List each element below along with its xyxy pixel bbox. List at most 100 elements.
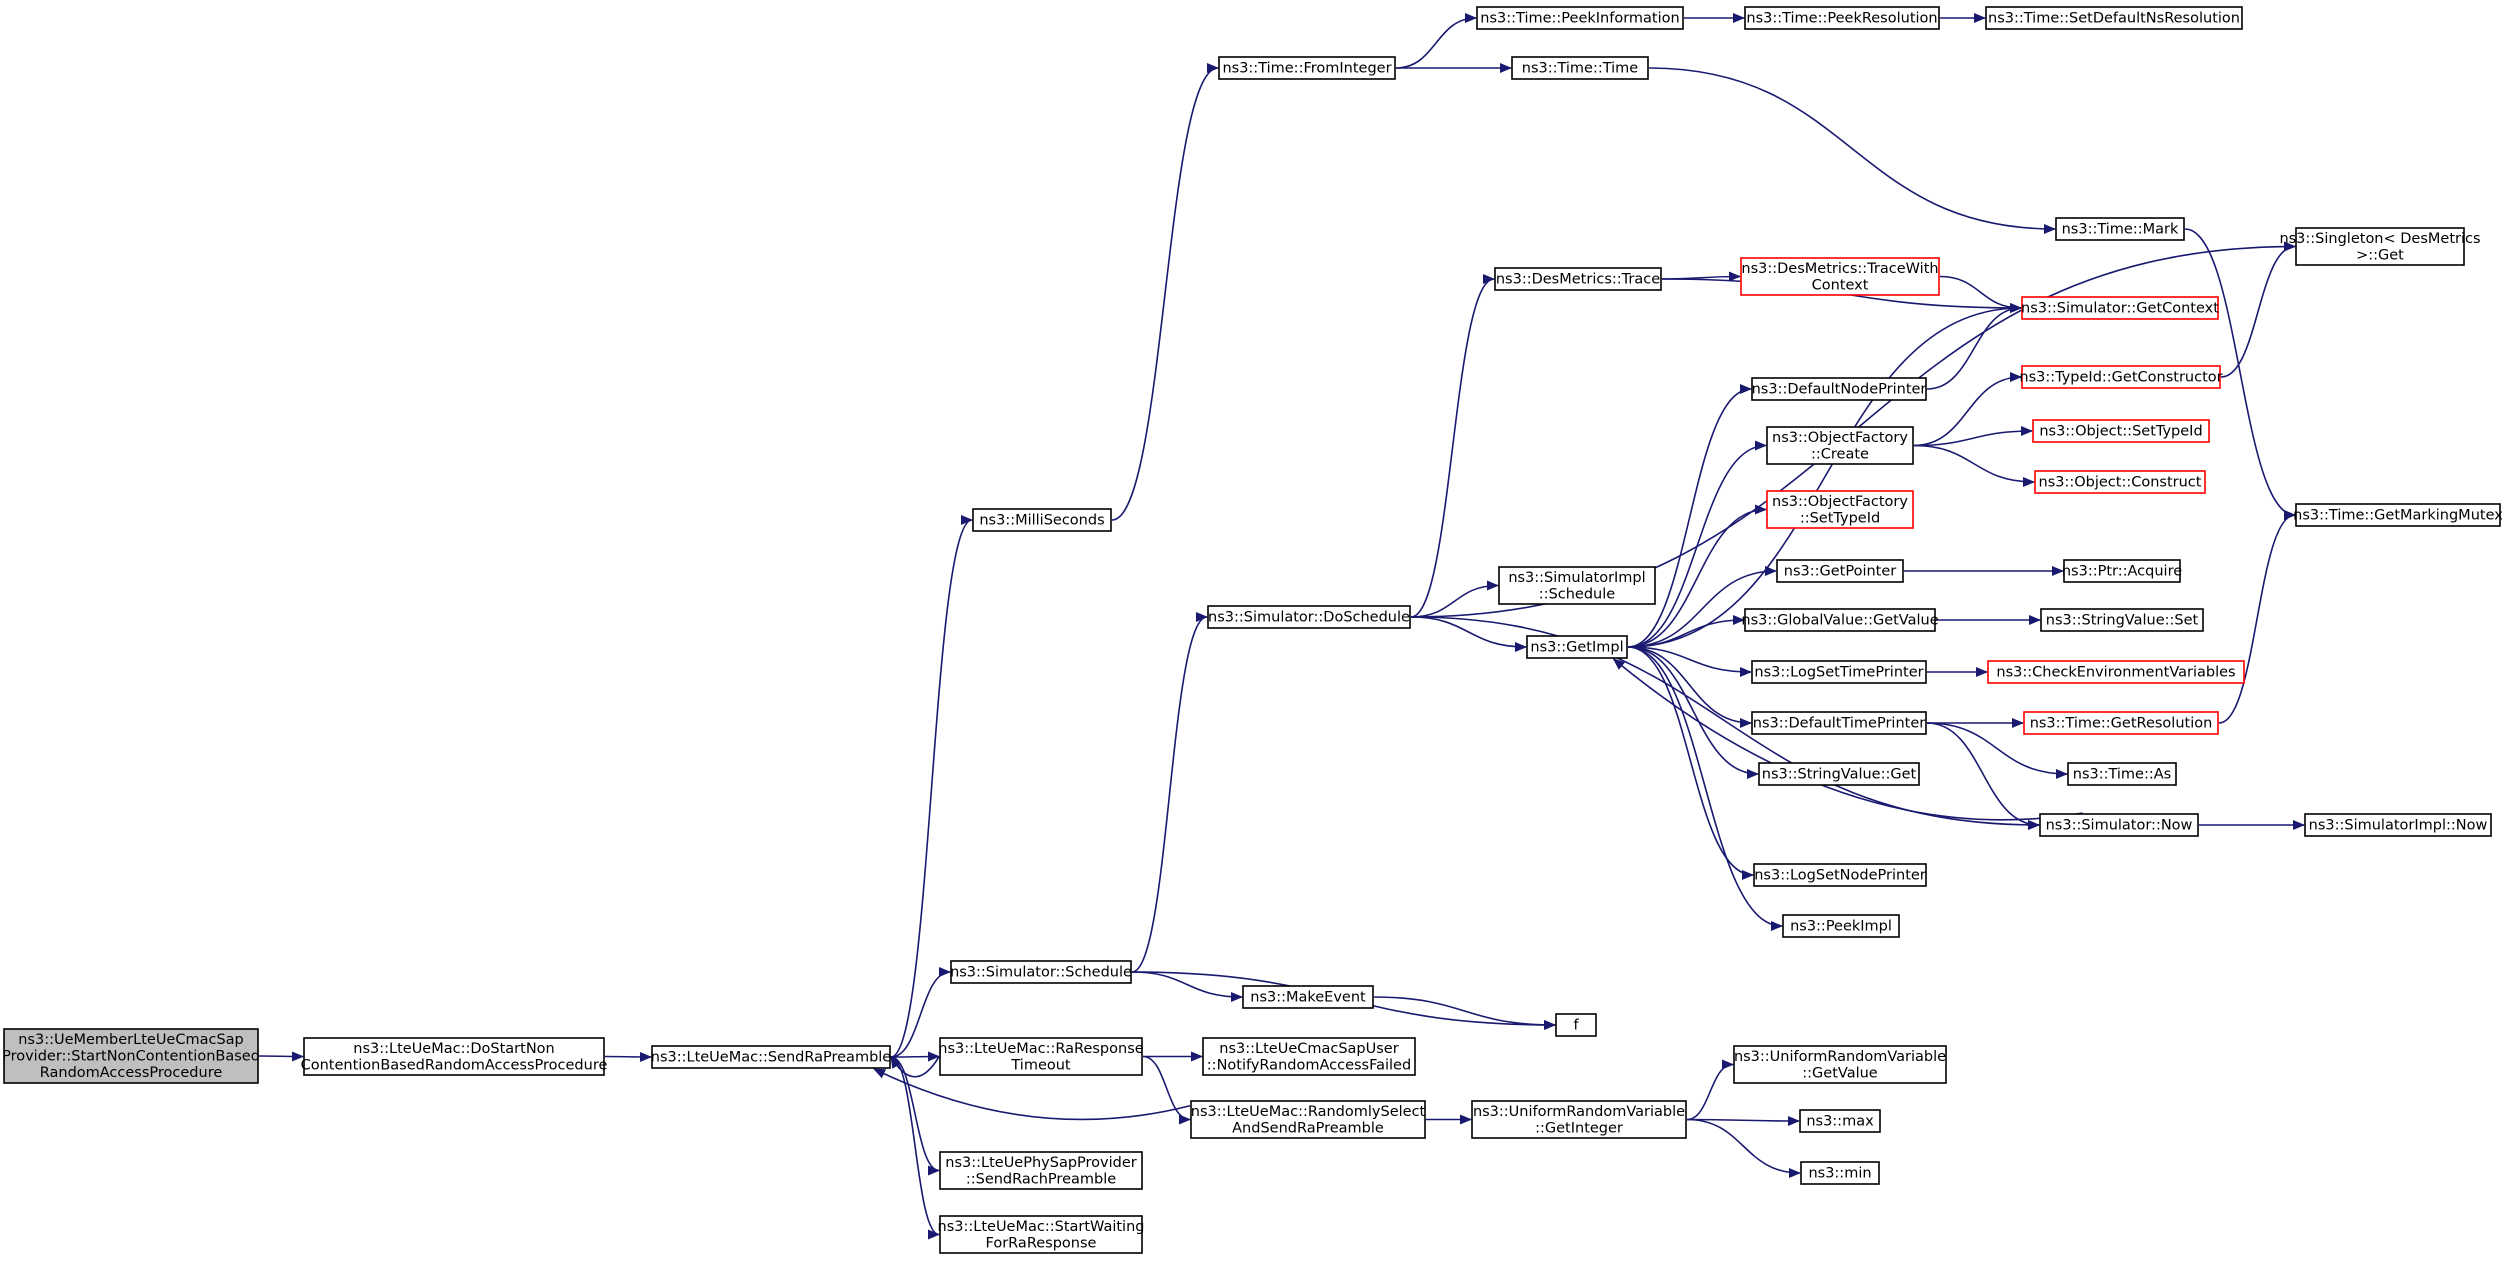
node-strvalget[interactable]: ns3::StringValue::Get (1758, 762, 1920, 786)
node-makeevent[interactable]: ns3::MakeEvent (1242, 985, 1374, 1009)
node-sendra[interactable]: ns3::LteUeMac::SendRaPreamble (651, 1045, 892, 1069)
edge-objfcreate-to-objsettype (1913, 426, 2033, 447)
node-gvgetvalue[interactable]: ns3::GlobalValue::GetValue (1741, 608, 1939, 632)
node-label: ns3::UniformRandomVariable (1473, 1104, 1685, 1120)
node-label: ns3::MilliSeconds (979, 513, 1104, 529)
node-label: ns3::LteUeMac::SendRaPreamble (651, 1050, 892, 1066)
edge-dosched-to-desmtrace (1410, 274, 1495, 618)
edge-sendra-to-simsched (890, 967, 951, 1058)
node-label: ns3::min (1808, 1166, 1871, 1182)
node-dostart[interactable]: ns3::LteUeMac::DoStartNonContentionBased… (301, 1037, 608, 1076)
node-dosched[interactable]: ns3::Simulator::DoSchedule (1207, 605, 1411, 629)
node-label: >::Get (2356, 247, 2404, 263)
node-logsetnode[interactable]: ns3::LogSetNodePrinter (1753, 863, 1927, 887)
node-box (1476, 6, 1684, 30)
node-objfcreate[interactable]: ns3::ObjectFactory::Create (1766, 426, 1914, 465)
node-singleton[interactable]: ns3::Singleton< DesMetrics >::Get (2279, 227, 2481, 266)
node-box (1758, 762, 1920, 786)
edge-tracectx-to-getctx (1939, 275, 2022, 313)
node-ptracquire[interactable]: ns3::Ptr::Acquire (2062, 559, 2182, 583)
node-peekres[interactable]: ns3::Time::PeekResolution (1744, 6, 1940, 30)
node-label: ns3::Singleton< DesMetrics (2279, 231, 2480, 247)
node-urvgetvalue[interactable]: ns3::UniformRandomVariable::GetValue (1733, 1045, 1947, 1084)
node-label: ns3::DesMetrics::TraceWith (1741, 261, 1938, 277)
node-label: ns3::Time::GetResolution (2030, 716, 2213, 732)
node-box (1242, 985, 1374, 1009)
node-objsettype[interactable]: ns3::Object::SetTypeId (2032, 419, 2210, 443)
node-sendrach[interactable]: ns3::LteUePhySapProvider::SendRachPreamb… (939, 1151, 1143, 1190)
node-label: ns3::Ptr::Acquire (2062, 564, 2182, 580)
node-label: RandomAccessProcedure (40, 1065, 223, 1081)
node-timemark[interactable]: ns3::Time::Mark (2055, 217, 2185, 241)
node-box (2295, 503, 2501, 527)
node-timeas[interactable]: ns3::Time::As (2067, 762, 2177, 786)
edge-fromint-to-peekinfo (1395, 13, 1477, 69)
node-label: ns3::CheckEnvironmentVariables (1996, 665, 2235, 681)
node-objconstruct[interactable]: ns3::Object::Construct (2034, 470, 2206, 494)
node-objfsettype[interactable]: ns3::ObjectFactory::SetTypeId (1766, 490, 1914, 529)
node-box (1766, 490, 1914, 529)
node-label: ns3::LogSetNodePrinter (1754, 868, 1926, 884)
node-box (1776, 559, 1904, 583)
node-fromint[interactable]: ns3::Time::FromInteger (1218, 56, 1396, 80)
node-simnow[interactable]: ns3::Simulator::Now (2039, 813, 2199, 837)
node-box (1751, 711, 1927, 735)
node-getctor[interactable]: ns3::TypeId::GetConstructor (2019, 365, 2223, 389)
node-millis[interactable]: ns3::MilliSeconds (972, 508, 1112, 532)
node-min[interactable]: ns3::min (1800, 1161, 1880, 1185)
node-setdefns[interactable]: ns3::Time::SetDefaultNsResolution (1985, 6, 2243, 30)
edge-getimpl-to-logsettime (1627, 646, 1752, 677)
node-label: ns3::GlobalValue::GetValue (1741, 613, 1938, 629)
node-box (1753, 863, 1927, 887)
node-notifyfail[interactable]: ns3::LteUeCmacSapUser::NotifyRandomAcces… (1202, 1037, 1416, 1076)
node-max[interactable]: ns3::max (1799, 1109, 1881, 1133)
node-defnodeprint[interactable]: ns3::DefaultNodePrinter (1751, 377, 1927, 401)
node-simsched[interactable]: ns3::Simulator::Schedule (950, 960, 1132, 984)
edge-urvgetint-to-min (1686, 1118, 1801, 1178)
edge-root-to-dostart (258, 1051, 304, 1062)
node-box (1471, 1100, 1687, 1139)
node-randsel[interactable]: ns3::LteUeMac::RandomlySelectAndSendRaPr… (1190, 1100, 1426, 1139)
node-label: ns3::StringValue::Get (1762, 767, 1917, 783)
node-getimpl[interactable]: ns3::GetImpl (1526, 635, 1628, 659)
node-label: ns3::Time::PeekResolution (1746, 11, 1937, 27)
edge-getimpl-to-deftimeprint (1627, 646, 1752, 728)
node-getpointer[interactable]: ns3::GetPointer (1776, 559, 1904, 583)
node-box (2295, 227, 2465, 266)
node-strvalset[interactable]: ns3::StringValue::Set (2040, 608, 2204, 632)
node-logsettime[interactable]: ns3::LogSetTimePrinter (1751, 660, 1927, 684)
node-timetime[interactable]: ns3::Time::Time (1511, 56, 1649, 80)
edge-sendra-to-startwait (890, 1056, 940, 1240)
edge-simsched-to-makeevent (1131, 971, 1243, 1002)
edge-getres-to-getmarkmutex (2218, 510, 2296, 724)
node-box (2304, 813, 2492, 837)
node-deftimeprint[interactable]: ns3::DefaultTimePrinter (1751, 711, 1927, 735)
node-label: ns3::PeekImpl (1790, 919, 1892, 935)
node-box (303, 1037, 605, 1076)
node-box (1740, 257, 1940, 296)
node-getctx[interactable]: ns3::Simulator::GetContext (2021, 296, 2219, 320)
node-simimplnow[interactable]: ns3::SimulatorImpl::Now (2304, 813, 2492, 837)
node-peekinfo[interactable]: ns3::Time::PeekInformation (1476, 6, 1684, 30)
node-label: ns3::LteUeMac::StartWaiting (938, 1219, 1145, 1235)
node-box (1190, 1100, 1426, 1139)
node-f[interactable]: f (1555, 1013, 1597, 1037)
node-peekimpl[interactable]: ns3::PeekImpl (1782, 914, 1900, 938)
edge-deftimeprint-to-simnow (1926, 722, 2040, 830)
node-getmarkmutex[interactable]: ns3::Time::GetMarkingMutex (2293, 503, 2503, 527)
node-checkenv[interactable]: ns3::CheckEnvironmentVariables (1987, 660, 2245, 684)
node-box (2023, 711, 2219, 735)
node-label: ns3::Time::Mark (2062, 222, 2179, 238)
node-label: ::SetTypeId (1800, 510, 1880, 526)
node-box (2039, 813, 2199, 837)
node-box (1207, 605, 1411, 629)
node-getres[interactable]: ns3::Time::GetResolution (2023, 711, 2219, 735)
node-label: ns3::Time::PeekInformation (1480, 11, 1679, 27)
node-simimplsched[interactable]: ns3::SimulatorImpl::Schedule (1498, 566, 1656, 605)
node-urvgetint[interactable]: ns3::UniformRandomVariable::GetInteger (1471, 1100, 1687, 1139)
node-desmtrace[interactable]: ns3::DesMetrics::Trace (1494, 267, 1662, 291)
node-root[interactable]: ns3::UeMemberLteUeCmacSapProvider::Start… (2, 1028, 260, 1084)
